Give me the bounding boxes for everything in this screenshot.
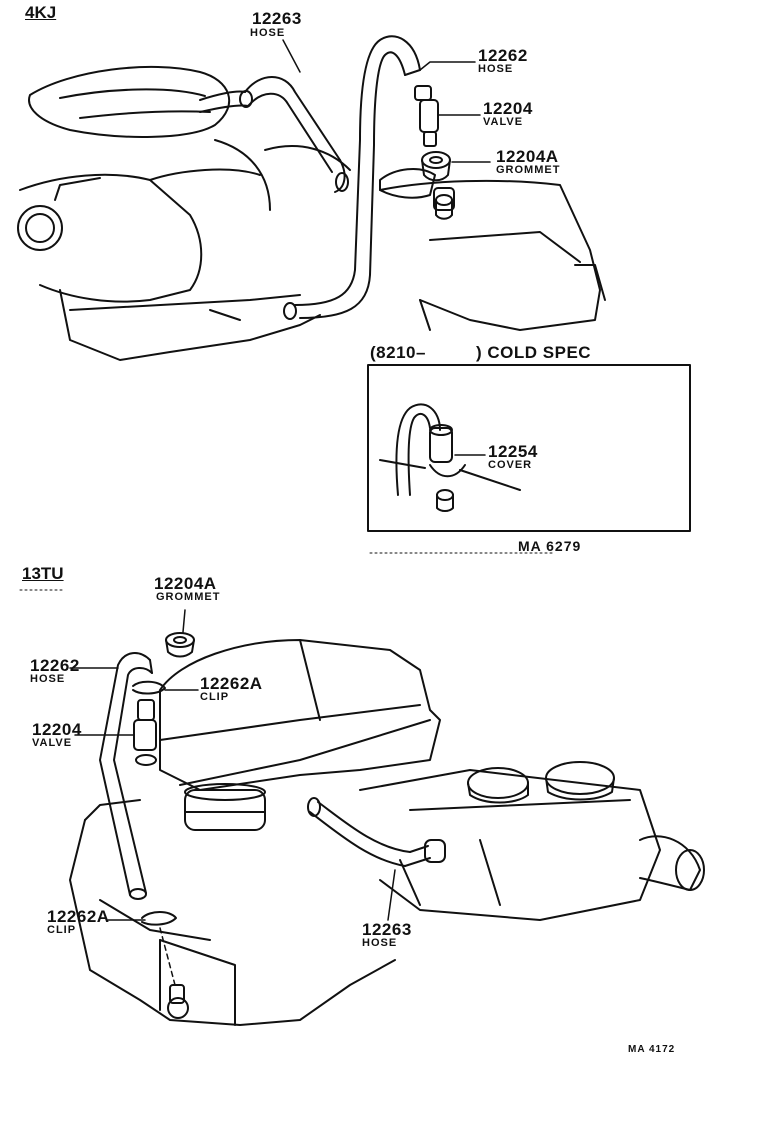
part-number-12262a-bottom: 12262A xyxy=(47,907,110,926)
valve-12204-13tu xyxy=(133,699,157,766)
clip-12262a-bottom xyxy=(141,911,177,926)
hose-12262-13tu xyxy=(99,652,153,900)
inset-drawing-code: MA 6279 xyxy=(518,538,582,554)
part-number-12263-4kj: 12263 xyxy=(252,9,302,28)
clip-12262a-top xyxy=(132,680,166,695)
grommet-12204a-4kj xyxy=(421,151,453,220)
part-number-12254: 12254 xyxy=(488,442,538,461)
part-number-12204-13tu: 12204 xyxy=(32,720,82,739)
footer-drawing-code: MA 4172 xyxy=(628,1044,676,1055)
part-number-12262a-top: 12262A xyxy=(200,674,263,693)
part-name-hose-4kj-12262: HOSE xyxy=(478,63,514,75)
part-number-12204a-4kj: 12204A xyxy=(496,147,559,166)
part-name-grommet-4kj: GROMMET xyxy=(496,164,561,176)
part-name-hose-13tu-12262: HOSE xyxy=(30,673,66,685)
part-number-12263-13tu: 12263 xyxy=(362,920,412,939)
hose-12263-4kj xyxy=(199,76,349,193)
part-name-cover: COVER xyxy=(488,459,533,471)
part-name-valve-4kj: VALVE xyxy=(483,116,524,128)
leaders-4kj xyxy=(282,39,491,163)
hose-12263-13tu xyxy=(307,797,446,867)
leaders-13tu xyxy=(69,609,396,986)
part-name-valve-13tu: VALVE xyxy=(32,737,73,749)
section-label-4kj: 4KJ xyxy=(25,3,57,22)
section-label-13tu: 13TU xyxy=(22,564,64,583)
cold-spec-inset xyxy=(367,364,691,532)
inset-title-right: ) COLD SPEC xyxy=(476,343,592,362)
inset-title-left: (8210– xyxy=(370,343,426,362)
engine-13tu-block xyxy=(69,639,705,1026)
part-name-hose-13tu-12263: HOSE xyxy=(362,937,398,949)
grommet-12204a-13tu xyxy=(165,632,195,658)
part-name-grommet-13tu: GROMMET xyxy=(156,591,221,603)
part-number-12204a-13tu: 12204A xyxy=(154,574,217,593)
part-name-clip-top: CLIP xyxy=(200,691,230,703)
part-name-clip-bottom: CLIP xyxy=(47,924,77,936)
part-number-12262-4kj: 12262 xyxy=(478,46,528,65)
valve-12204-4kj xyxy=(414,85,439,147)
engine-4kj-block xyxy=(17,65,606,361)
part-number-12262-13tu: 12262 xyxy=(30,656,80,675)
hose-12262-4kj xyxy=(283,35,421,320)
part-name-hose-4kj-12263: HOSE xyxy=(250,27,286,39)
part-number-12204-4kj: 12204 xyxy=(483,99,533,118)
